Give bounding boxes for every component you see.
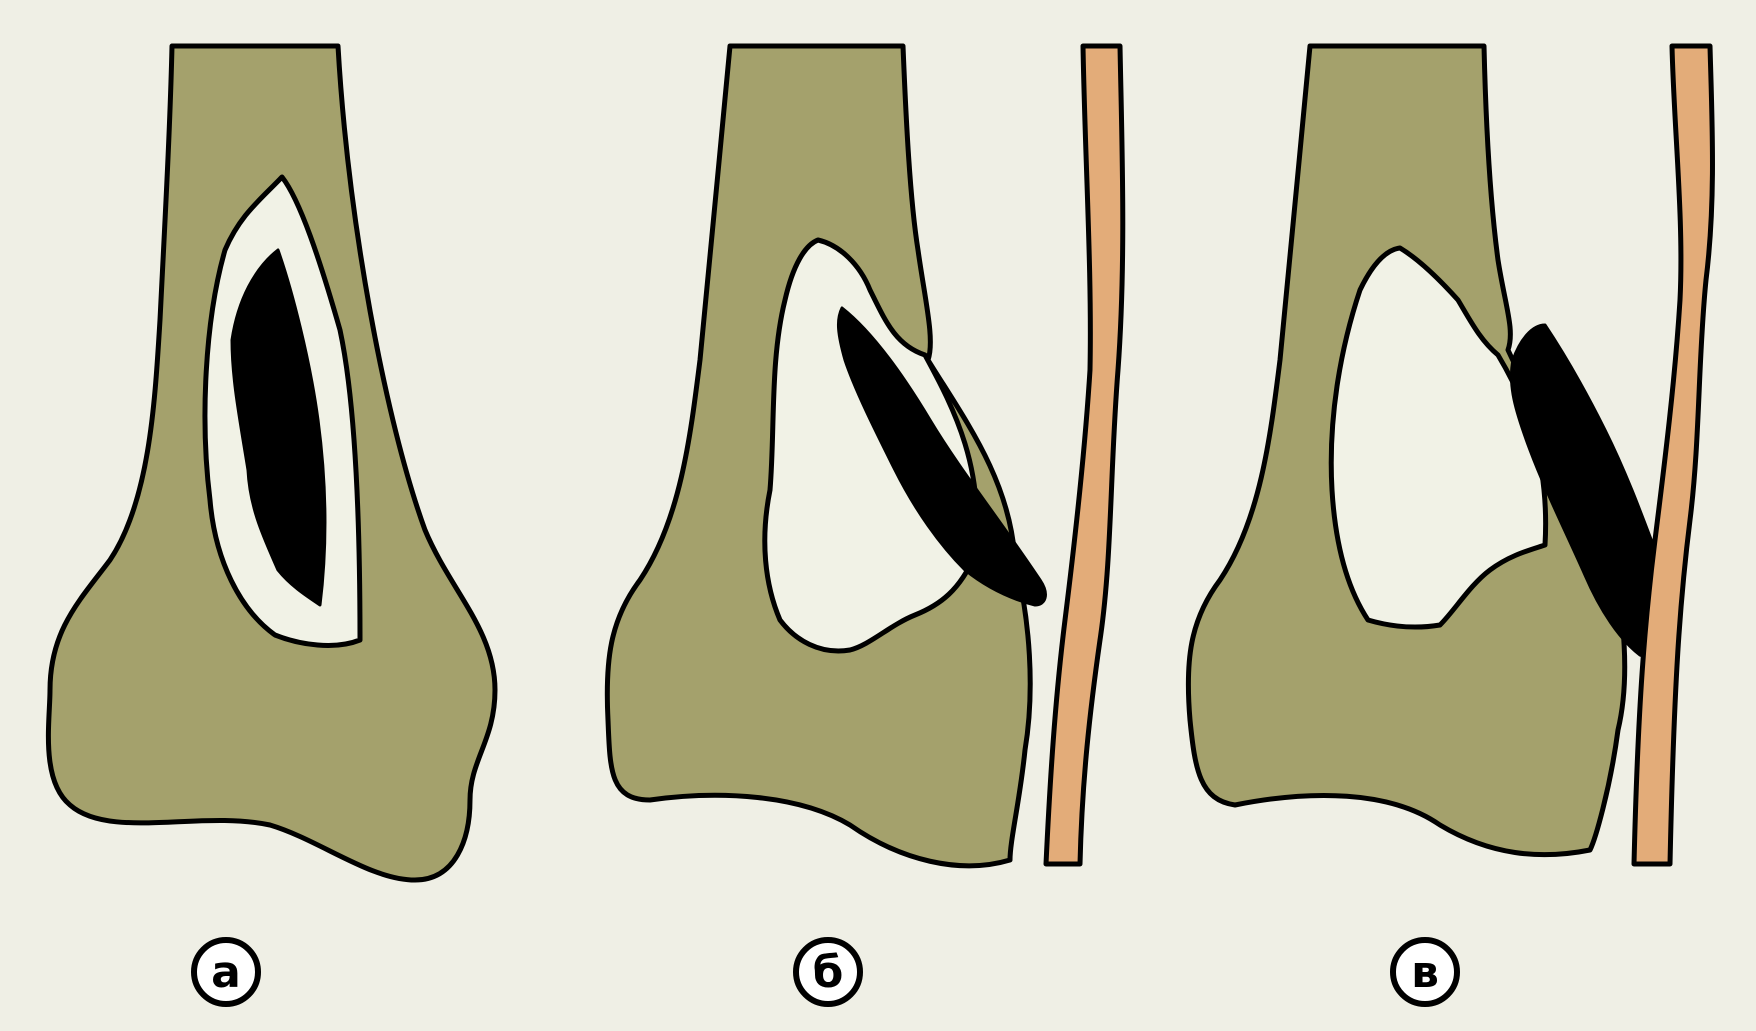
label-b: б [796,940,860,1004]
label-c-text: в [1411,947,1439,998]
panel-b [607,46,1123,866]
label-c: в [1393,940,1457,1004]
label-a-text: а [211,947,241,998]
panel-c [1188,46,1712,864]
label-a: а [194,940,258,1004]
skin-b [1046,46,1123,864]
skin-c [1634,46,1713,864]
panel-a [48,46,495,880]
label-b-text: б [813,947,844,998]
